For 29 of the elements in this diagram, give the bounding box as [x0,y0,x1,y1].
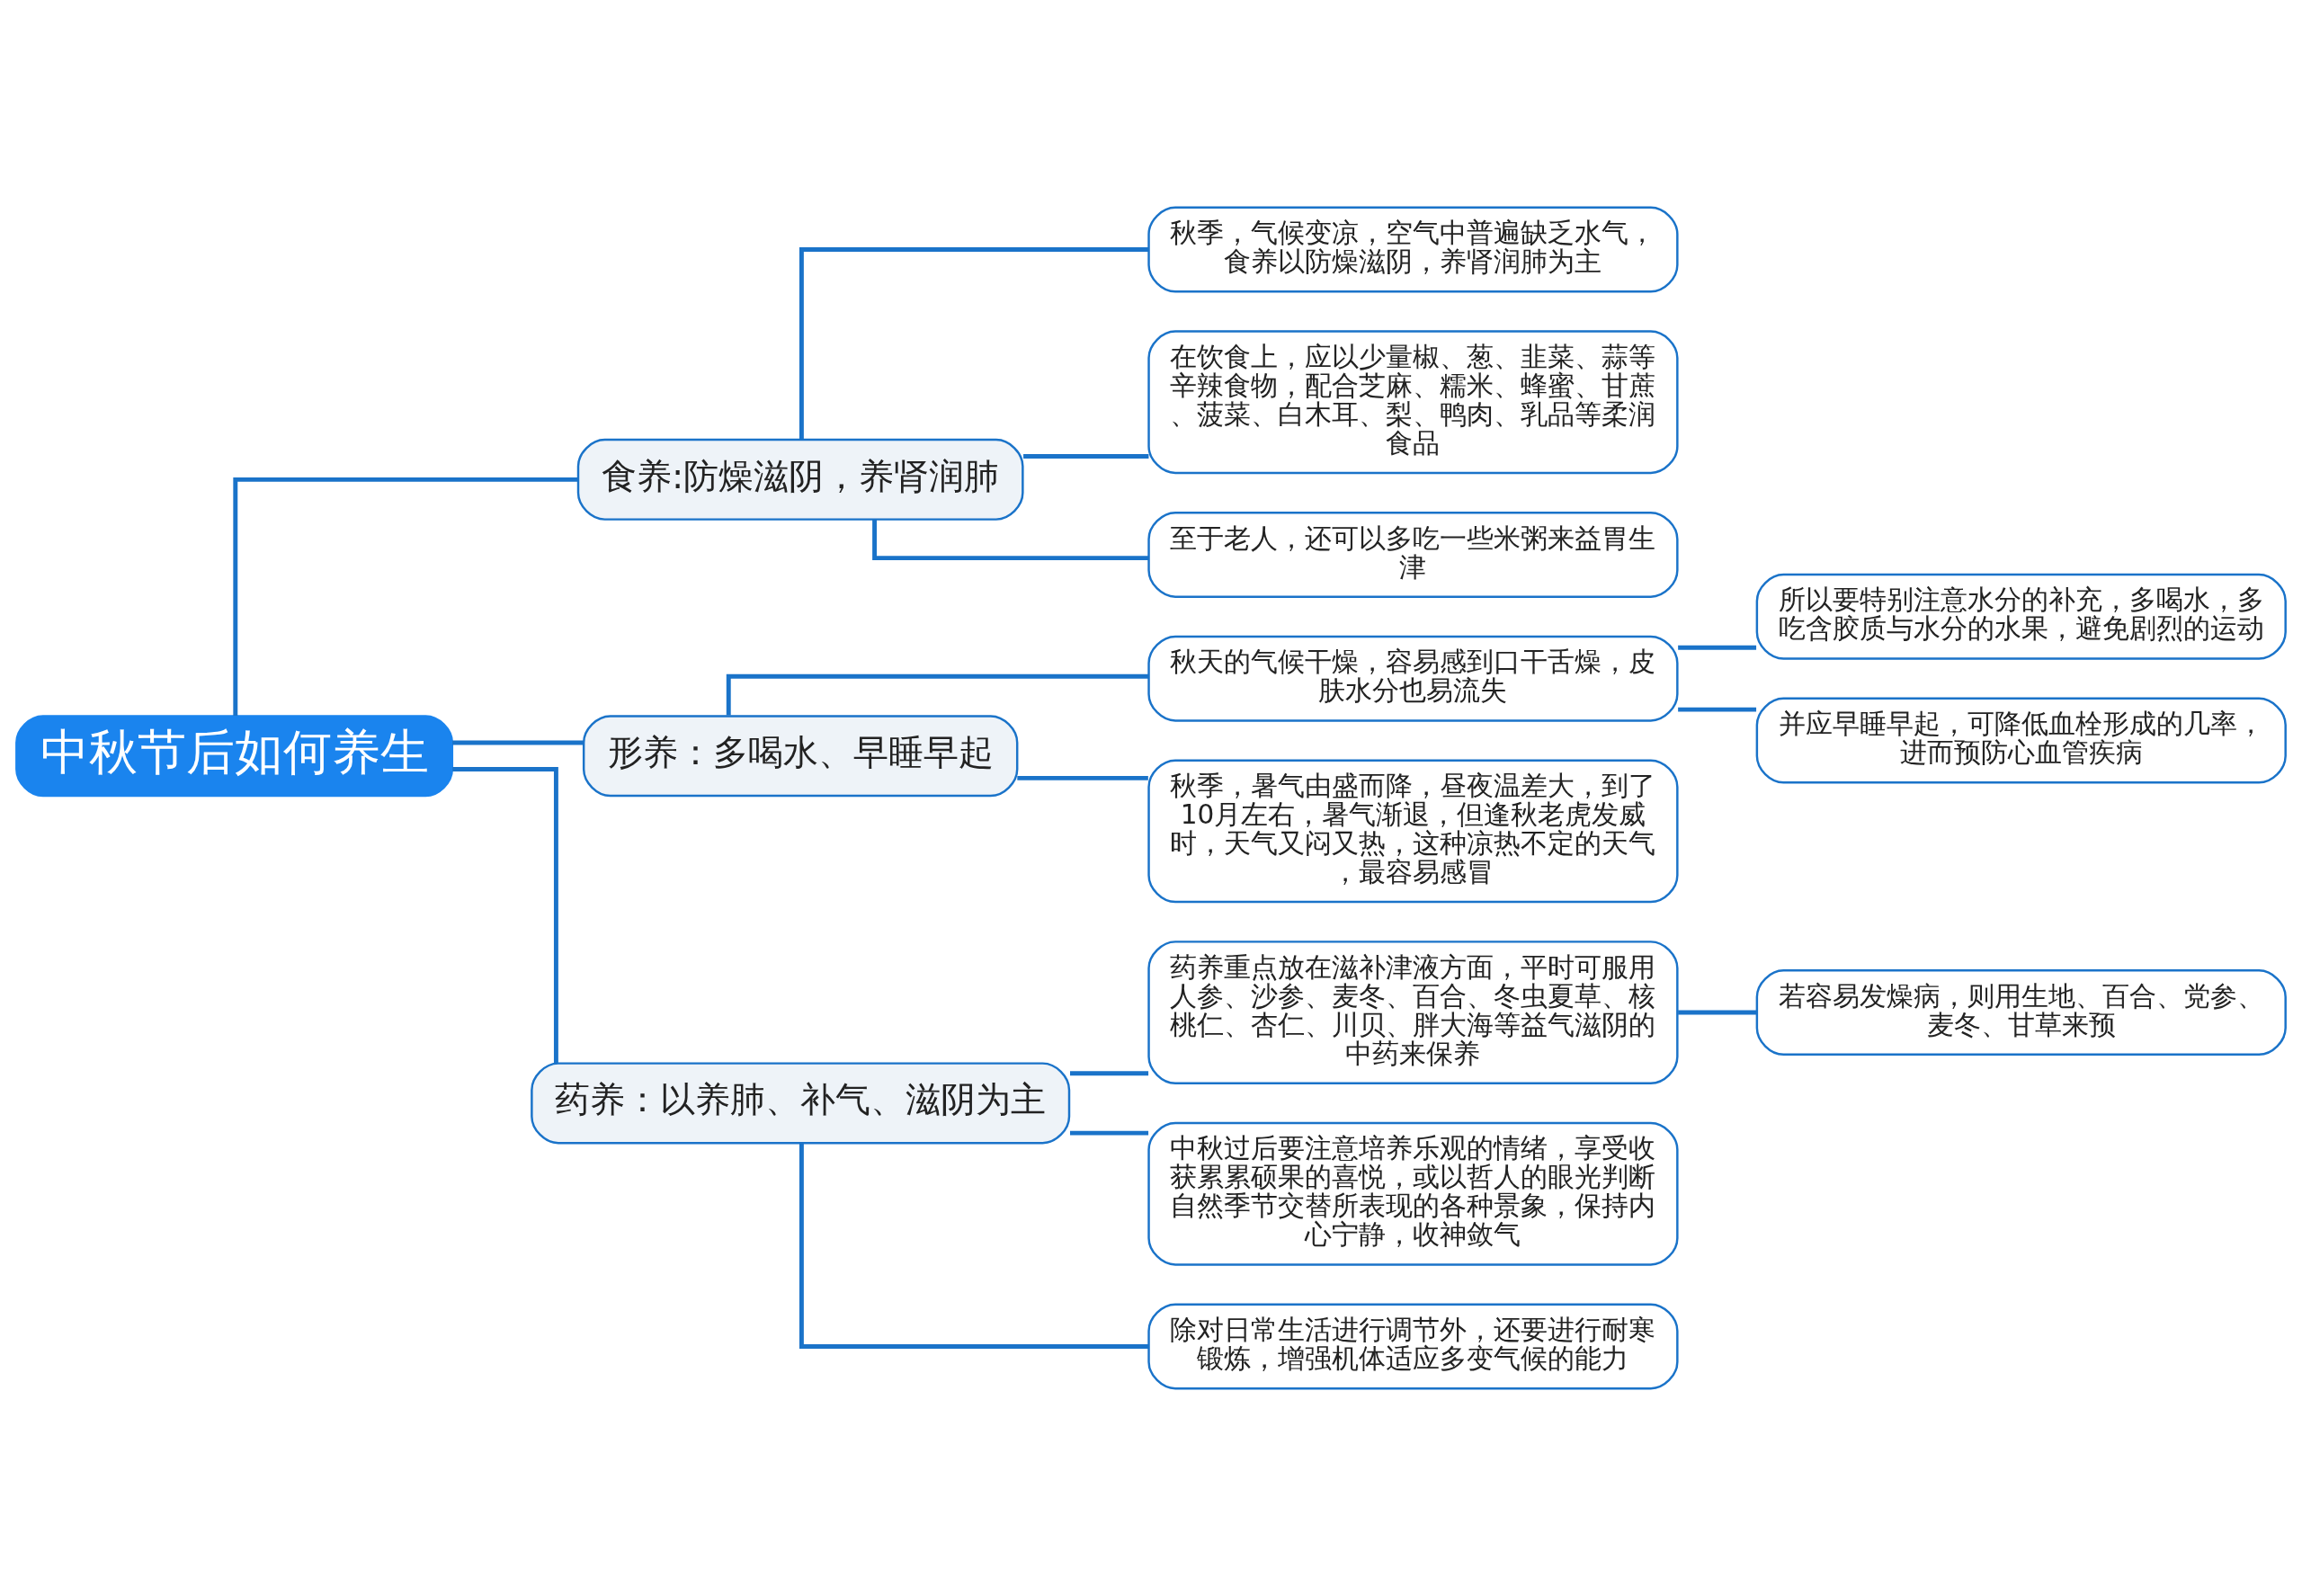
node-box: 至于老人，还可以多吃一些米粥来益胃生津 [1147,512,1679,598]
connector [1017,775,1148,780]
connector [799,247,1149,440]
node-box: 秋季，气候变凉，空气中普遍缺乏水气，食养以防燥滋阴，养肾润肺为主 [1147,206,1679,293]
node-box: 秋天的气候干燥，容易感到口干舌燥，皮肤水分也易流失 [1147,635,1679,722]
connector [452,767,558,1064]
connector [233,477,578,717]
node-box: 若容易发燥病，则用生地、百合、党参、麦冬、甘草来预 [1755,969,2287,1056]
connector [452,740,584,745]
connector [1678,645,1757,650]
node-box: 在饮食上，应以少量椒、葱、韭菜、蒜等辛辣食物，配合芝麻、糯米、蜂蜜、甘蔗、菠菜、白木耳、梨、鸭肉、乳品等柔润食品 [1147,330,1679,475]
node-box: 药养重点放在滋补津液方面，平时可服用人参、沙参、麦冬、百合、冬虫夏草、核桃仁、杏仁、川贝、胖大海等益气滋阴的中药来保养 [1147,941,1679,1084]
node-box: 形养：多喝水、早睡早起 [582,715,1019,798]
node-box: 并应早睡早起，可降低血栓形成的几率，进而预防心血管疾病 [1755,697,2287,784]
connector [1678,1010,1757,1015]
connector [1070,1130,1149,1136]
node-box: 中秋过后要注意培养乐观的情绪，享受收获累累硕果的喜悦，或以哲人的眼光判断自然季节交替所表现的各种景象，保持内心宁静，收神敛气 [1147,1121,1679,1266]
node-box: 食养:防燥滋阴，养肾润肺 [576,438,1024,521]
node-box: 药养：以养肺、补气、滋阴为主 [531,1062,1071,1145]
connector [799,1143,1149,1349]
node-box: 中秋节后如何养生 [15,715,454,798]
connector [1678,707,1757,712]
node-box: 除对日常生活进行调节外，还要进行耐寒锻炼，增强机体适应多变气候的能力 [1147,1303,1679,1390]
node-box: 秋季，暑气由盛而降，昼夜温差大，到了10月左右，暑气渐退，但逢秋老虎发威时，天气又闷又热，这种凉热不定的天气，最容易感冒 [1147,759,1679,904]
connector [872,520,1149,561]
connector [726,673,1149,716]
connector [1070,1071,1149,1076]
node-box: 所以要特别注意水分的补充，多喝水，多吃含胶质与水分的水果，避免剧烈的运动 [1755,573,2287,660]
connector [1023,454,1149,459]
